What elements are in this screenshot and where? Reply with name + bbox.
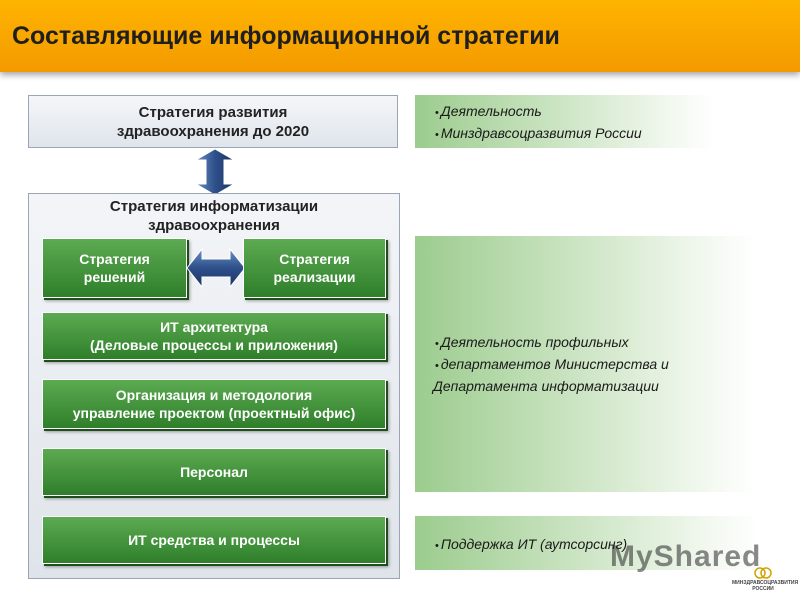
- informatization-title-line1: Стратегия информатизации: [109, 198, 319, 215]
- strategy-2020-box: Стратегия развития здравоохранения до 20…: [28, 95, 398, 148]
- logo-line1: МИНЗДРАВСОЦРАЗВИТИЯ: [732, 580, 799, 586]
- strategy-2020-line1: Стратегия развития: [138, 104, 288, 121]
- implementation-line2: реализации: [273, 269, 356, 285]
- organization-line1: Организация и методология: [115, 387, 313, 403]
- bullet: •: [435, 129, 439, 141]
- architecture-line1: ИТ архитектура: [160, 319, 268, 335]
- it-architecture-box: ИТ архитектура (Деловые процессы и прило…: [42, 312, 386, 360]
- logo-caption: МИНЗДРАВСОЦРАЗВИТИЯ РОССИИ: [732, 580, 799, 592]
- personnel-box: Персонал: [42, 448, 386, 496]
- strategy-2020-line2: здравоохранения до 2020: [116, 123, 310, 140]
- ministry-emblem-icon: [754, 567, 772, 579]
- ministry-logo: МИНЗДРАВСОЦРАЗВИТИЯ РОССИИ: [732, 566, 799, 596]
- ministry-text1: Деятельность: [440, 103, 542, 119]
- personnel-label: Персонал: [180, 464, 248, 480]
- horizontal-double-arrow-icon: [186, 247, 246, 289]
- decisions-line1: Стратегия: [79, 251, 150, 267]
- bullet: •: [435, 107, 439, 119]
- ministry-panel: •Деятельность •Минздравсоцразвития Росси…: [415, 95, 715, 148]
- vertical-double-arrow-icon: [194, 148, 236, 196]
- implementation-line1: Стратегия: [279, 251, 350, 267]
- informatization-title-line2: здравоохранения: [148, 217, 280, 234]
- departments-text1: Деятельность профильных: [440, 334, 629, 350]
- organization-line2: управление проектом (проектный офис): [72, 405, 356, 421]
- support-line1: •Поддержка ИТ (аутсорсинг): [435, 534, 760, 556]
- slide-title: Составляющие информационной стратегии: [12, 22, 560, 50]
- bullet: •: [435, 360, 439, 372]
- departments-text2: департаментов Министерства и: [440, 356, 669, 372]
- header-bar: Составляющие информационной стратегии: [0, 0, 800, 72]
- tools-label: ИТ средства и процессы: [128, 532, 300, 548]
- departments-panel: •Деятельность профильных •департаментов …: [415, 236, 755, 492]
- ministry-line1: •Деятельность: [435, 101, 715, 123]
- informatization-title: Стратегия информатизации здравоохранения: [29, 197, 399, 235]
- support-panel: •Поддержка ИТ (аутсорсинг): [415, 516, 760, 570]
- departments-line2: •департаментов Министерства и: [435, 354, 755, 376]
- strategy-decisions-box: Стратегия решений: [42, 238, 187, 298]
- architecture-line2: (Деловые процессы и приложения): [90, 337, 338, 353]
- bullet: •: [435, 540, 439, 552]
- departments-text3: Департамента информатизации: [433, 378, 659, 394]
- organization-methodology-box: Организация и методология управление про…: [42, 379, 386, 429]
- strategy-implementation-box: Стратегия реализации: [243, 238, 386, 298]
- departments-line3: Департамента информатизации: [433, 376, 755, 396]
- decisions-line2: решений: [83, 269, 146, 285]
- it-tools-box: ИТ средства и процессы: [42, 516, 386, 564]
- departments-line1: •Деятельность профильных: [435, 332, 755, 354]
- watermark-text: MyShared: [610, 540, 762, 573]
- support-text: Поддержка ИТ (аутсорсинг): [440, 536, 628, 552]
- bullet: •: [435, 338, 439, 350]
- ministry-text2: Минздравсоцразвития России: [440, 125, 642, 141]
- ministry-line2: •Минздравсоцразвития России: [435, 123, 715, 145]
- logo-line2: РОССИИ: [752, 586, 774, 592]
